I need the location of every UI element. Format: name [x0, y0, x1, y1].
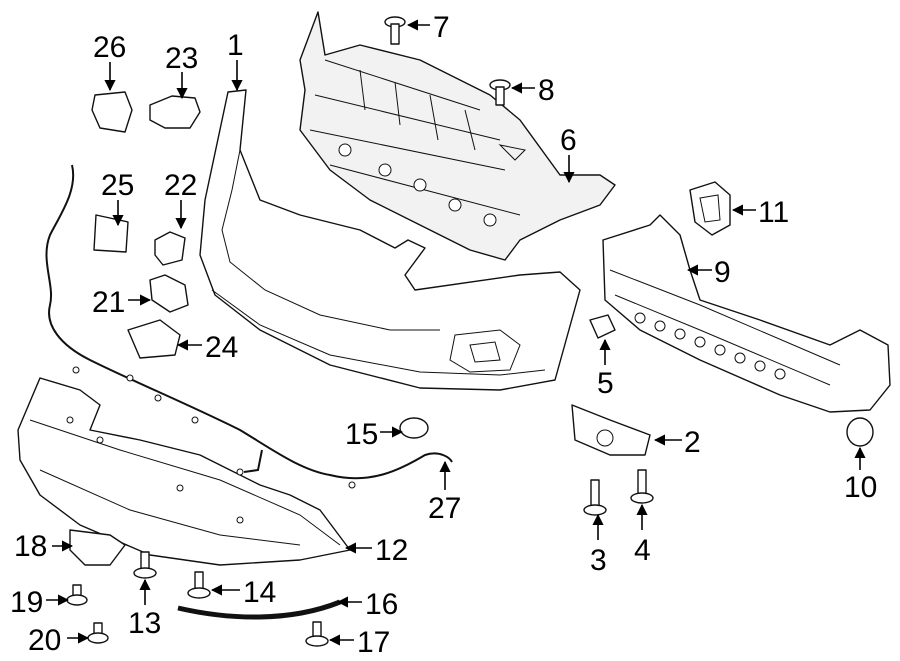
callout-9: 9 [714, 256, 731, 289]
bracket-part [689, 181, 731, 236]
absorber-part [299, 11, 616, 261]
callout-19: 19 [10, 586, 43, 619]
callout-11: 11 [758, 196, 789, 229]
callout-5: 5 [597, 367, 614, 400]
leader-lines [46, 19, 866, 646]
grommet-15 [399, 417, 429, 439]
bumper-cover-part [199, 89, 581, 391]
fastener-17 [305, 621, 329, 647]
callout-18: 18 [14, 530, 47, 563]
callout-2: 2 [684, 426, 701, 459]
clip-5 [589, 314, 616, 339]
sensor-bracket-26 [91, 91, 133, 133]
callout-labels: 1 2 3 4 5 6 7 8 9 10 11 12 13 14 15 16 1… [10, 11, 877, 659]
callout-13: 13 [128, 607, 161, 640]
callout-25: 25 [101, 169, 134, 202]
callout-14: 14 [243, 576, 276, 609]
fastener-13 [133, 551, 157, 579]
callout-4: 4 [634, 534, 651, 567]
callout-10: 10 [844, 471, 877, 504]
callout-24: 24 [205, 331, 238, 364]
wiring-harness-part [45, 164, 453, 480]
fastener-8 [489, 79, 511, 106]
fastener-4 [630, 469, 654, 504]
sensor-bezel-24 [127, 319, 181, 359]
deflector-part [17, 377, 351, 566]
reinforcement-beam-part [602, 214, 891, 413]
grommet-10 [846, 417, 874, 447]
bracket-2 [571, 404, 651, 456]
callout-7: 7 [433, 11, 450, 44]
callout-15: 15 [345, 418, 378, 451]
fastener-3 [583, 479, 607, 516]
callout-27: 27 [428, 492, 461, 525]
callout-20: 20 [28, 624, 61, 657]
callout-23: 23 [165, 42, 198, 75]
fastener-20 [87, 622, 109, 644]
callout-12: 12 [375, 534, 408, 567]
callout-1: 1 [227, 29, 244, 62]
fastener-19 [66, 584, 88, 606]
callout-21: 21 [92, 286, 125, 319]
callout-8: 8 [538, 74, 555, 107]
callout-16: 16 [365, 588, 398, 621]
sensor-bezel-25 [93, 214, 129, 253]
park-sensor-23 [149, 95, 201, 129]
callout-3: 3 [590, 544, 607, 577]
callout-6: 6 [560, 124, 577, 157]
park-sensor-21 [149, 274, 189, 313]
molding-16 [177, 599, 341, 620]
park-sensor-22 [154, 231, 186, 266]
fastener-7 [384, 16, 406, 45]
fastener-14 [187, 571, 211, 599]
callout-22: 22 [164, 169, 197, 202]
callout-17: 17 [357, 626, 390, 659]
callout-26: 26 [93, 31, 126, 64]
